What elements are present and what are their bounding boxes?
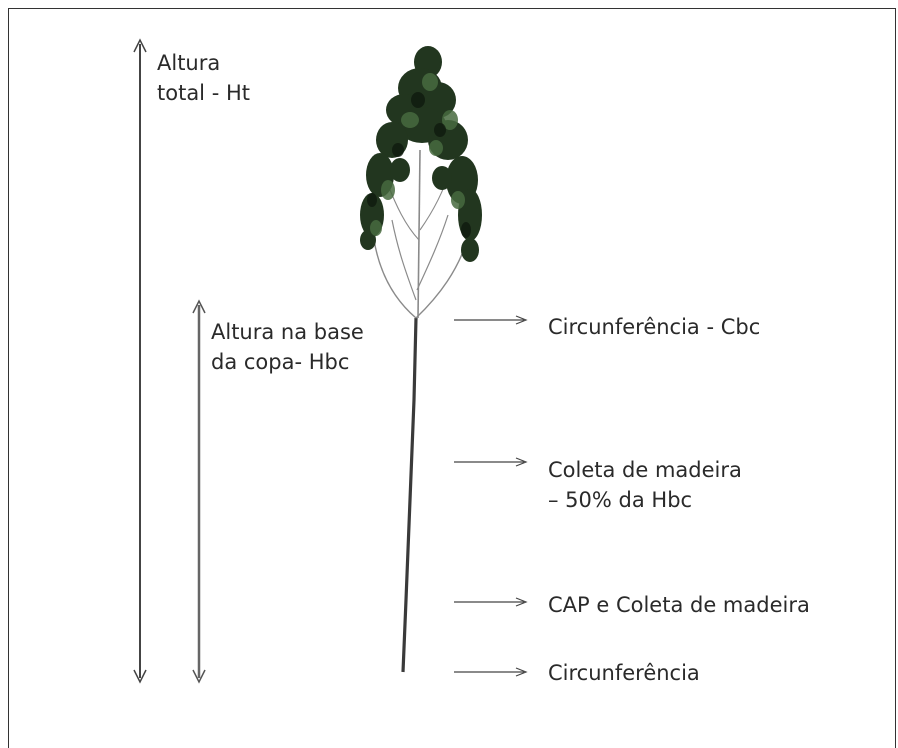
wood-sampling-label: Coleta de madeira – 50% da Hbc — [548, 455, 742, 515]
crown-base-height-arrow — [192, 299, 206, 684]
figure-border — [8, 8, 896, 748]
base-circumference-label: Circunferência — [548, 661, 700, 685]
crown-base-circumference-label: Circunferência - Cbc — [548, 315, 761, 339]
total-height-label-line1: Altura — [157, 51, 221, 75]
total-height-label-line2: total - Ht — [157, 81, 250, 105]
pointer-arrow-coleta — [454, 457, 528, 467]
crown-base-height-label-line2: da copa- Hbc — [211, 350, 350, 374]
total-height-label: Altura total - Ht — [157, 48, 250, 108]
pointer-arrow-cap — [454, 597, 528, 607]
crown-base-height-label: Altura na base da copa- Hbc — [211, 317, 364, 377]
pointer-arrow-cbc — [454, 315, 528, 325]
total-height-arrow — [133, 38, 147, 684]
crown-base-height-label-line1: Altura na base — [211, 320, 364, 344]
eucalyptus-tree — [360, 46, 482, 673]
pointer-arrow-circ — [454, 667, 528, 677]
wood-sampling-label-line2: – 50% da Hbc — [548, 488, 693, 512]
cap-wood-sampling-label: CAP e Coleta de madeira — [548, 593, 810, 617]
wood-sampling-label-line1: Coleta de madeira — [548, 458, 742, 482]
